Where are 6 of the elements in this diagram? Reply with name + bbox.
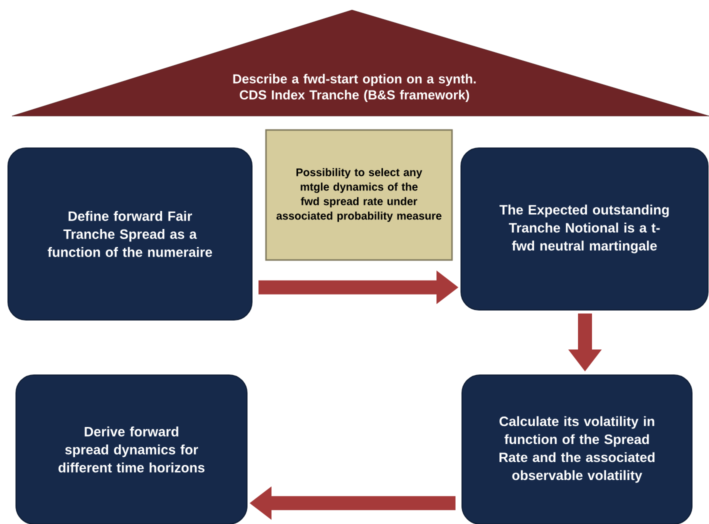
process-box: Calculate its volatility in function of the Spread Rate and the associated observable volatility [462, 374, 692, 524]
roof-triangle: Describe a fwd-start option on a synth. CDS Index Tranche (B&S framework) [12, 10, 709, 116]
process-box: Derive forward spread dynamics for different time horizons [16, 374, 248, 524]
process-box: Define forward Fair Tranche Spread as a function of the numeraire [8, 148, 252, 320]
note-box: Possibility to select any mtgle dynamics of the fwd spread rate under associated probability measure [265, 129, 453, 261]
process-box: The Expected outstanding Tranche Notional is a t-fwd neutral martingale [460, 148, 708, 310]
